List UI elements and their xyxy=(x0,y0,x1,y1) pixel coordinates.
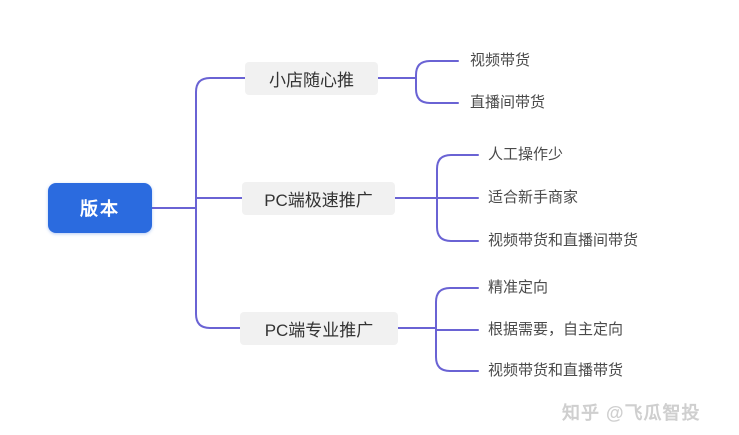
root-node-version: 版本 xyxy=(48,183,152,233)
leaf-node: 视频带货和直播带货 xyxy=(488,362,624,379)
branch-node-1: 小店随心推 xyxy=(245,62,378,95)
leaf-node: 精准定向 xyxy=(488,279,549,296)
leaf-node: 直播间带货 xyxy=(470,94,546,111)
branch-node-2: PC端极速推广 xyxy=(242,182,395,215)
leaf-node: 视频带货 xyxy=(470,52,531,69)
leaf-node: 根据需要，自主定向 xyxy=(488,321,624,338)
leaf-node: 适合新手商家 xyxy=(488,189,579,206)
zhihu-watermark: 知乎 @飞瓜智投 xyxy=(562,403,701,423)
leaf-node: 人工操作少 xyxy=(488,146,564,163)
branch-node-3: PC端专业推广 xyxy=(240,312,398,345)
leaf-node: 视频带货和直播间带货 xyxy=(488,232,639,249)
